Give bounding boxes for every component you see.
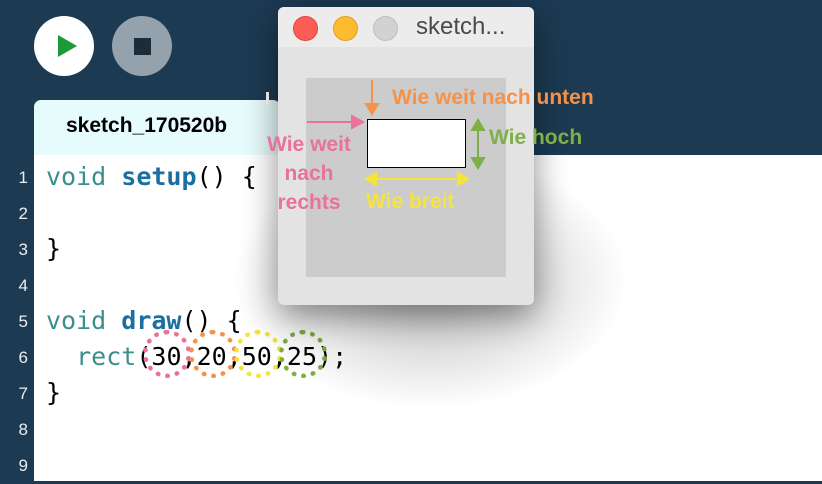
line-number: 8 bbox=[18, 420, 28, 439]
annotation-right-line: rechts bbox=[277, 191, 341, 214]
annotation-down: Wie weit nach unten bbox=[392, 86, 594, 109]
line-number: 6 bbox=[18, 348, 28, 367]
zoom-icon[interactable] bbox=[373, 16, 398, 41]
annotation-right-line: nach bbox=[284, 162, 334, 185]
code-line: } bbox=[46, 234, 62, 263]
window-titlebar[interactable]: sketch... bbox=[278, 7, 534, 47]
keyword: void bbox=[46, 162, 107, 191]
close-icon[interactable] bbox=[293, 16, 318, 41]
stop-icon bbox=[134, 38, 151, 55]
line-number: 7 bbox=[18, 384, 28, 403]
function-call: rect bbox=[76, 342, 137, 371]
line-number-gutter: 1 2 3 4 5 6 7 8 9 bbox=[0, 155, 34, 484]
code-text: () { bbox=[196, 162, 257, 191]
highlight-circle bbox=[188, 330, 237, 378]
line-number: 3 bbox=[18, 240, 28, 259]
tab-label: sketch_170520b bbox=[66, 114, 228, 137]
minimize-icon[interactable] bbox=[333, 16, 358, 41]
arg-y: 20 bbox=[188, 330, 237, 378]
run-button[interactable] bbox=[34, 16, 94, 76]
line-number: 9 bbox=[18, 456, 28, 475]
line-number: 1 bbox=[18, 168, 28, 187]
code-line: rect(30,20,50,25); bbox=[46, 330, 347, 378]
sketch-canvas bbox=[306, 78, 506, 277]
tab-sketch[interactable]: sketch_170520b bbox=[34, 100, 280, 157]
keyword: void bbox=[46, 306, 107, 335]
line-number: 2 bbox=[18, 204, 28, 223]
line-number: 4 bbox=[18, 276, 28, 295]
annotation-right: Wie weit nach rechts bbox=[256, 130, 362, 217]
drawn-rectangle bbox=[367, 119, 466, 168]
arg-x: 30 bbox=[143, 330, 192, 378]
annotation-width: Wie breit bbox=[366, 190, 455, 213]
text-cursor bbox=[266, 92, 269, 105]
function-name: setup bbox=[121, 162, 197, 191]
window-title: sketch... bbox=[416, 13, 506, 40]
annotation-height: Wie hoch bbox=[489, 126, 583, 149]
play-icon bbox=[58, 35, 77, 57]
line-number: 5 bbox=[18, 312, 28, 331]
code-line: void setup() { bbox=[46, 159, 257, 195]
annotation-right-line: Wie weit bbox=[267, 133, 351, 156]
highlight-circle bbox=[278, 330, 327, 378]
arg-height: 25 bbox=[278, 330, 327, 378]
code-line: } bbox=[46, 378, 62, 407]
stop-button[interactable] bbox=[112, 16, 172, 76]
